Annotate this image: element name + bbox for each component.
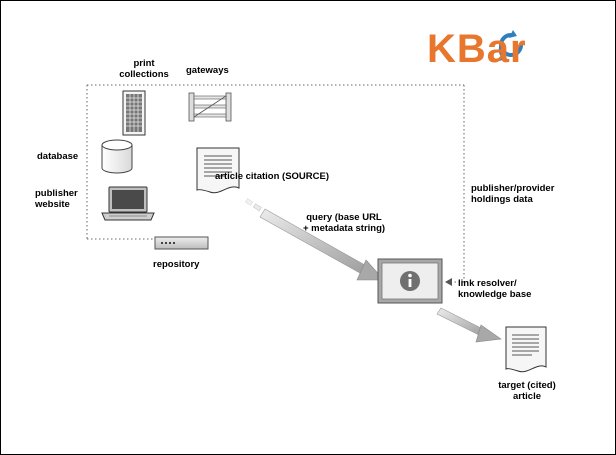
link-resolver-box [377,258,443,304]
publisher-website-label: publisher website [35,188,78,210]
target-document-icon [505,326,547,373]
target-line-2: article [513,391,541,402]
kbart-logo: KBar [427,27,527,71]
query-line-2: + metadata string) [302,223,386,234]
gateways-label: gateways [186,65,229,76]
query-line-1: query (base URL [306,212,382,223]
gate-icon [188,92,232,122]
link-resolver-line-2: knowledge base [458,289,532,300]
target-line-1: target (cited) [498,380,556,391]
refresh-arrows-icon [498,30,523,61]
article-citation-label: article citation (SOURCE) [215,171,330,182]
link-resolver-line-1: link resolver/ [458,278,517,289]
database-label: database [37,151,79,162]
target-article-label: target (cited) article [484,380,570,402]
repository-label: repository [153,259,200,270]
holdings-arrow-icon [445,278,452,286]
storage-box-icon [154,236,209,250]
server-rack-icon [122,90,146,136]
holdings-line-2: holdings data [471,194,533,205]
database-cylinder-icon [101,139,133,174]
print-collections-label: print collections [114,58,174,80]
holdings-data-label: publisher/provider holdings data [471,183,554,205]
source-document-icon [196,147,240,194]
publisher-website-line-1: publisher [35,188,78,199]
print-collections-line-1: print [133,58,155,69]
link-resolver-label: link resolver/ knowledge base [458,278,531,300]
holdings-line-1: publisher/provider [471,183,555,194]
query-arrow [245,198,385,281]
target-arrow [436,307,502,343]
publisher-website-line-2: website [35,199,70,210]
laptop-icon [101,186,155,221]
query-label: query (base URL + metadata string) [294,212,394,234]
print-collections-line-2: collections [119,69,169,80]
